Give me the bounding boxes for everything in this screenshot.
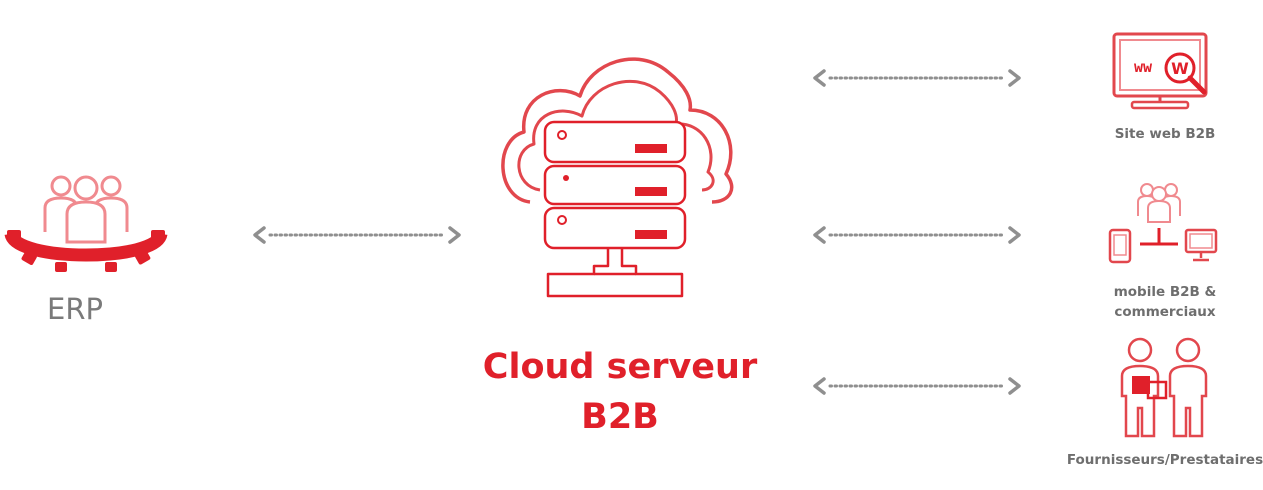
svg-text:W: W bbox=[1171, 59, 1189, 78]
fournisseurs-label: Fournisseurs/Prestataires bbox=[1066, 452, 1263, 468]
cloud-server-icon bbox=[501, 57, 734, 298]
cloud-label-line1: Cloud serveur bbox=[482, 347, 758, 387]
svg-text:ww: ww bbox=[1134, 58, 1153, 76]
network-devices-icon bbox=[1108, 183, 1218, 264]
connector-cloud-mobile bbox=[813, 226, 1021, 244]
team-gear-icon bbox=[4, 175, 168, 272]
www-monitor-icon: ww W bbox=[1112, 32, 1208, 110]
connector-cloud-suppliers bbox=[813, 377, 1021, 395]
cloud-server-label: Cloud serveur B2B bbox=[470, 342, 770, 442]
site-web-label: Site web B2B bbox=[1114, 126, 1216, 142]
mobile-label-line2: commerciaux bbox=[1114, 304, 1216, 320]
erp-label: ERP bbox=[47, 292, 103, 326]
mobile-label-line1: mobile B2B & bbox=[1113, 284, 1217, 300]
mobile-b2b-label: mobile B2B & commerciaux bbox=[1080, 282, 1250, 322]
connector-cloud-site bbox=[813, 69, 1021, 87]
handshake-people-icon bbox=[1120, 337, 1208, 438]
connector-erp-cloud bbox=[253, 226, 461, 244]
cloud-label-line2: B2B bbox=[581, 397, 659, 437]
